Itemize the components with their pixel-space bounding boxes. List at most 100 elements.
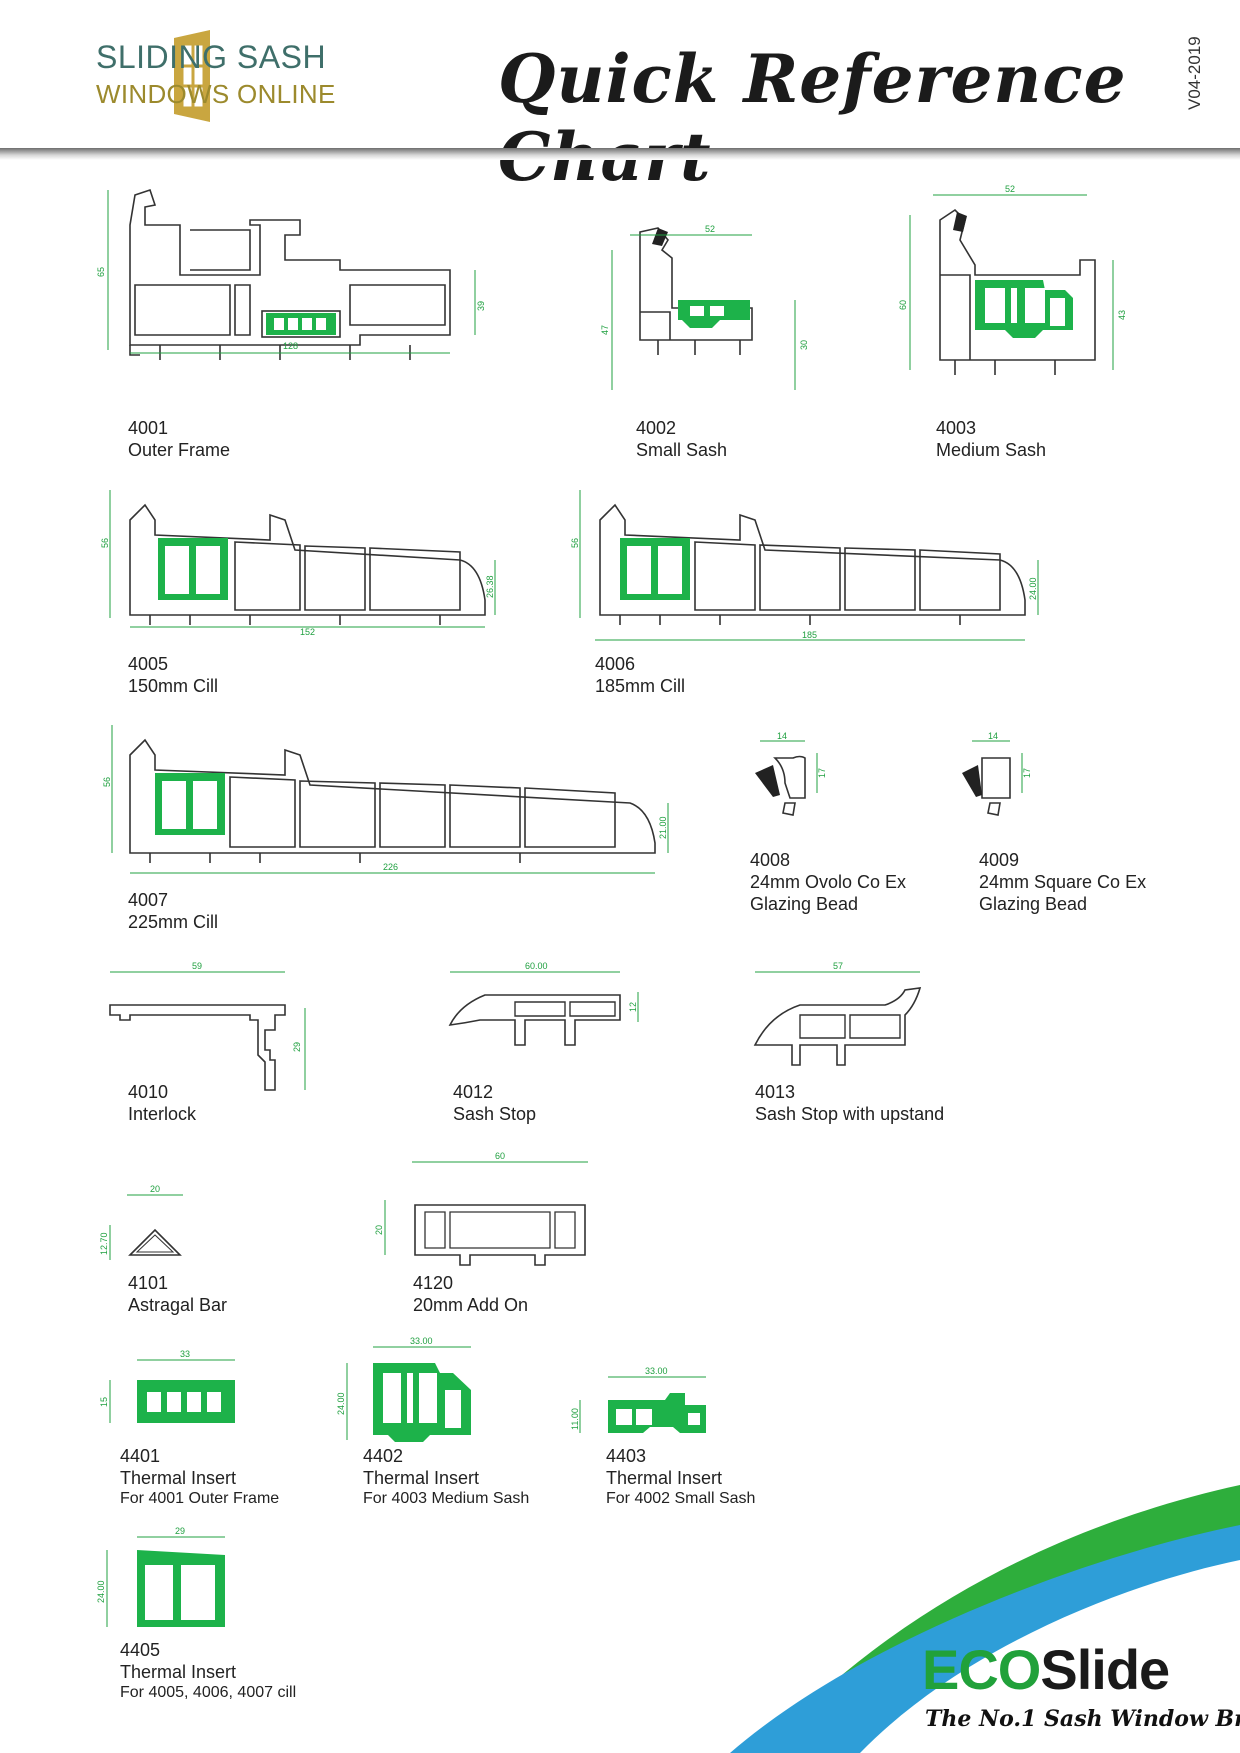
code-4402: 4402 — [363, 1446, 404, 1466]
dim-4007-width: 226 — [383, 862, 398, 872]
dim-4101-width: 20 — [150, 1184, 160, 1194]
dim-4402-height: 24.00 — [336, 1392, 346, 1415]
profile-4003-drawing: 52 60 43 — [898, 184, 1127, 375]
name-4006: 185mm Cill — [595, 676, 686, 696]
dim-4012-height: 12 — [628, 1002, 638, 1012]
profile-4402-drawing: 33.00 24.00 — [336, 1336, 471, 1442]
dim-4007-right: 21.00 — [658, 816, 668, 839]
profile-4001-drawing: 65 128 39 — [96, 188, 486, 360]
dim-4003-width: 52 — [1005, 184, 1015, 194]
name-4008: 24mm Ovolo Co Ex — [750, 872, 907, 892]
profile-4403: 33.00 11.00 — [570, 1365, 720, 1445]
dim-4405-width: 29 — [175, 1526, 185, 1536]
profile-4002: 52 47 30 — [600, 220, 820, 400]
dim-4120-height: 20 — [374, 1225, 384, 1235]
code-4405: 4405 — [120, 1640, 161, 1660]
name-4010: Interlock — [128, 1104, 197, 1124]
code-4002: 4002 — [636, 418, 677, 438]
dim-4007-height: 56 — [102, 777, 112, 787]
dim-4010-width: 59 — [192, 961, 202, 971]
dim-4002-width: 52 — [705, 224, 715, 234]
profile-4012: 60.00 12 — [440, 960, 660, 1070]
profile-4010-drawing: 59 29 — [109, 961, 306, 1091]
profile-4007-drawing: 56 226 21.00 — [102, 725, 669, 874]
ecoslide-slide: Slide — [1040, 1638, 1170, 1701]
dim-4001-height: 65 — [96, 267, 106, 277]
dim-4403-height: 11.00 — [570, 1408, 580, 1430]
name-4003: Medium Sash — [936, 440, 1047, 460]
profile-4005-drawing: 56 152 26.38 — [100, 490, 496, 637]
dim-4002-right: 30 — [799, 340, 809, 350]
profile-4007: 56 226 21.00 — [100, 725, 680, 885]
dim-4001-width: 128 — [283, 341, 298, 351]
dim-4008-height: 17 — [817, 768, 827, 778]
code-4101: 4101 — [128, 1273, 169, 1293]
ecoslide-eco: ECO — [922, 1638, 1041, 1701]
dim-4008-width: 14 — [777, 731, 787, 741]
name-4002: Small Sash — [636, 440, 728, 460]
code-4005: 4005 — [128, 654, 169, 674]
dim-4013-width: 57 — [833, 961, 843, 971]
code-4008: 4008 — [750, 850, 791, 870]
dim-4009-width: 14 — [988, 731, 998, 741]
dim-4006-right: 24.00 — [1028, 577, 1038, 600]
profile-4101: 20 12.70 — [95, 1180, 205, 1270]
dim-4003-height: 60 — [898, 300, 908, 310]
sub-4008: Glazing Bead — [750, 894, 859, 914]
dim-4002-height: 47 — [600, 325, 610, 335]
sub-4401: For 4001 Outer Frame — [120, 1490, 280, 1507]
dim-4005-width: 152 — [300, 627, 315, 637]
brand-line2: WINDOWS ONLINE — [96, 79, 336, 109]
header: SLIDING SASH WINDOWS ONLINE Quick Refere… — [0, 0, 1240, 196]
sub-4402: For 4003 Medium Sash — [363, 1490, 530, 1507]
name-4402: Thermal Insert — [363, 1468, 480, 1488]
profile-4010: 59 29 — [100, 960, 320, 1091]
profile-4005: 56 152 26.38 — [100, 490, 520, 640]
dim-4001-right: 39 — [476, 301, 486, 311]
name-4009: 24mm Square Co Ex — [979, 872, 1147, 892]
name-4001: Outer Frame — [128, 440, 231, 460]
name-4405: Thermal Insert — [120, 1662, 237, 1682]
profile-4012-drawing: 60.00 12 — [448, 961, 639, 1046]
name-4013: Sash Stop with upstand — [755, 1104, 945, 1124]
dim-4005-right: 26.38 — [485, 575, 495, 598]
dim-4401-width: 33 — [180, 1349, 190, 1359]
profile-4401-drawing: 33 15 — [99, 1349, 235, 1423]
profile-4013: 57 — [745, 960, 945, 1070]
tagline: The No.1 Sash Window Brand — [925, 1706, 1240, 1732]
code-4403: 4403 — [606, 1446, 647, 1466]
name-4120: 20mm Add On — [413, 1295, 529, 1315]
code-4120: 4120 — [413, 1273, 454, 1293]
brand-line1: SLIDING SASH — [96, 39, 327, 75]
header-divider — [0, 148, 1240, 160]
sub-4403: For 4002 Small Sash — [606, 1490, 756, 1507]
profile-4008-drawing: 14 17 — [755, 731, 827, 816]
dim-4120-width: 60 — [495, 1151, 505, 1161]
window-logo-icon — [174, 30, 210, 122]
code-4009: 4009 — [979, 850, 1020, 870]
profile-4405: 29 24.00 — [95, 1525, 245, 1635]
sub-4405: For 4005, 4006, 4007 cill — [120, 1684, 297, 1701]
name-4005: 150mm Cill — [128, 676, 219, 696]
dim-4402-width: 33.00 — [410, 1336, 433, 1346]
ecoslide-logo: ECOSlide — [922, 1638, 1170, 1701]
profile-4401: 33 15 — [95, 1345, 245, 1435]
profile-4001: 65 128 39 — [96, 185, 520, 375]
code-4013: 4013 — [755, 1082, 796, 1102]
name-4012: Sash Stop — [453, 1104, 537, 1124]
dim-4403-width: 33.00 — [645, 1366, 668, 1376]
code-4006: 4006 — [595, 654, 636, 674]
code-4010: 4010 — [128, 1082, 169, 1102]
profile-4013-drawing: 57 — [753, 961, 922, 1066]
profile-4402: 33.00 24.00 — [335, 1335, 485, 1445]
code-4003: 4003 — [936, 418, 977, 438]
name-4403: Thermal Insert — [606, 1468, 723, 1488]
dim-4006-height: 56 — [570, 538, 580, 548]
name-4007: 225mm Cill — [128, 912, 219, 932]
profile-4002-drawing: 52 47 30 — [600, 224, 809, 390]
dim-4401-height: 15 — [99, 1397, 109, 1407]
name-4101: Astragal Bar — [128, 1295, 228, 1315]
profile-4403-drawing: 33.00 11.00 — [570, 1366, 706, 1433]
dim-4003-right: 43 — [1117, 310, 1127, 320]
